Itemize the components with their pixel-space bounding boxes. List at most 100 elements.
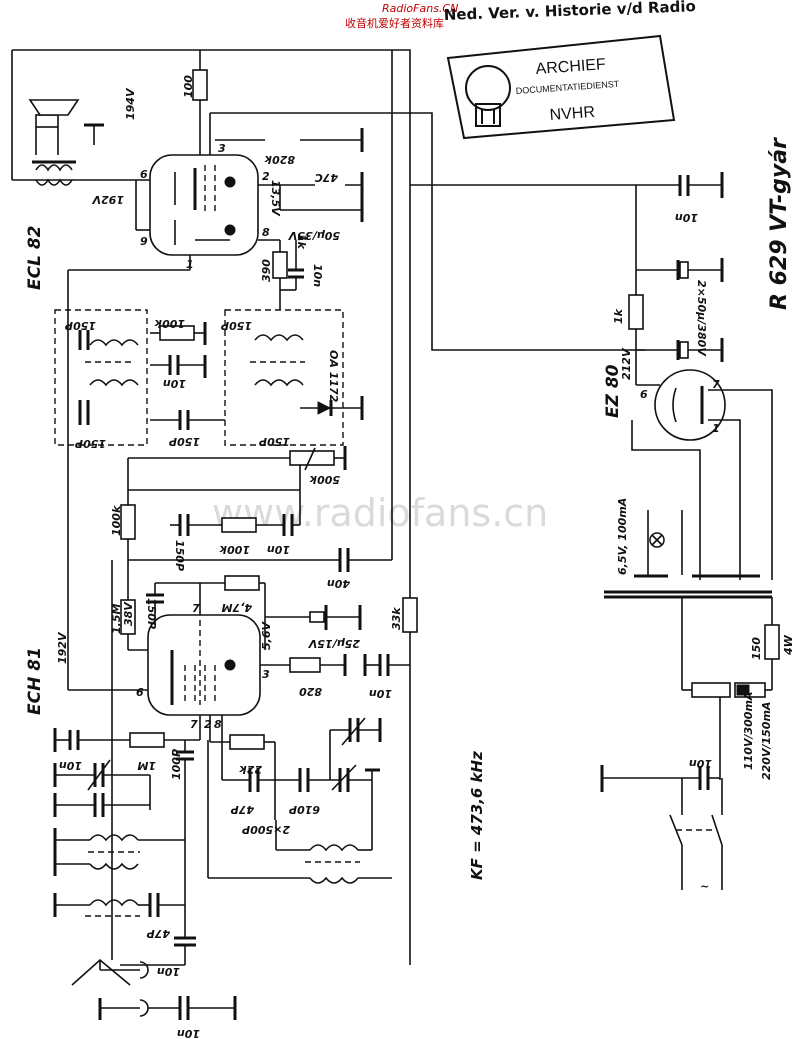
- pin-label: 1: [186, 258, 194, 271]
- pin-label: 3: [262, 668, 270, 681]
- label-c150p-c: 150P: [169, 435, 200, 448]
- antenna-coil-1: [89, 834, 139, 842]
- antenna-symbol: [71, 958, 131, 986]
- label-mains: 110V/300mA: [742, 692, 755, 770]
- pin-label: 7: [192, 602, 200, 615]
- component-labels: 100 194V 192V 820k 47C 13,5V 50µ/35V 1k …: [56, 75, 795, 1039]
- archive-line: Ned. Ver. v. Historie v/d Radio: [444, 0, 697, 24]
- resistor-4-7m: [224, 575, 260, 591]
- label-lamp: 6,5V, 100mA: [616, 498, 629, 575]
- label-c10n-a: 10n: [311, 264, 324, 287]
- label-r1k-b: 1k: [612, 308, 625, 324]
- fuse-1: [691, 682, 731, 698]
- label-c10n-g: 10n: [157, 965, 180, 978]
- label-c2x500p: 2×500P: [242, 823, 290, 836]
- label-r100k-a: 100k: [154, 317, 185, 330]
- pin-label: 6: [140, 168, 148, 181]
- label-r150w: 4W: [782, 634, 795, 656]
- label-v192b: 192V: [56, 631, 69, 664]
- label-c150p-e: 150P: [259, 435, 290, 448]
- label-c50u: 50µ/35V: [287, 229, 340, 242]
- pin-label: 9: [140, 235, 148, 248]
- pin-numbers: 9 1 2 3 6 8 7 6 1 7 3 2 8 6 7: [136, 142, 720, 731]
- pin-label: 7: [712, 378, 720, 391]
- resistor-33k: [402, 597, 418, 633]
- ez80-rectifier-envelope: [654, 369, 726, 441]
- if-transformer-2: [224, 309, 344, 446]
- label-c10n-e: 10n: [369, 687, 392, 700]
- label-r1k-a: 1k: [295, 234, 308, 250]
- pin-label: 1: [712, 422, 720, 435]
- label-v192a: 192V: [91, 193, 124, 206]
- label-c47p-a: 47P: [231, 803, 255, 816]
- radio-tube-logo: [465, 65, 511, 111]
- label-r1m: 1M: [137, 759, 156, 772]
- if-transformer-1: [54, 309, 148, 446]
- oscillator-coil-2: [309, 876, 359, 884]
- label-v5-6: 5,6V: [260, 621, 273, 650]
- ech81-tube-envelope: [147, 614, 261, 716]
- tube-label-ez80: EZ 80: [603, 364, 623, 418]
- label-r4-7m: 4,7M: [222, 601, 253, 614]
- label-r100k-b: 100k: [110, 505, 123, 536]
- stamp-line1: ARCHIEF: [535, 56, 606, 78]
- label-c10n-d: 10n: [267, 543, 290, 556]
- pin-label: 8: [262, 226, 270, 239]
- label-c150p-b: 150P: [75, 437, 106, 450]
- resistor-100k-b: [120, 504, 136, 540]
- label-diode: OA 1172: [327, 350, 340, 403]
- label-c10n-h: 10n: [177, 1027, 200, 1039]
- resistor-100: [192, 69, 208, 101]
- label-r820k: 820k: [264, 153, 295, 166]
- model-title: R 629 VT-gyár: [767, 137, 792, 310]
- label-r390: 390: [260, 259, 273, 282]
- pin-label: 6: [136, 686, 144, 699]
- label-c10n-c: 10n: [163, 377, 186, 390]
- label-r1-5m: 1,5M: [110, 604, 123, 634]
- label-v212: 212V: [620, 347, 633, 380]
- pin-label: 3: [218, 142, 226, 155]
- label-c47p-b: 47P: [147, 927, 171, 940]
- tube-label-ecl82: ECL 82: [25, 226, 45, 291]
- stamp-line2: DOCUMENTATIEDIENST: [515, 79, 620, 96]
- label-c150p-d: 150P: [221, 319, 252, 332]
- label-v194: 194V: [124, 87, 137, 120]
- wiring: ~: [11, 49, 780, 1020]
- label-r150: 150: [750, 637, 763, 660]
- pin-label: 6: [640, 388, 648, 401]
- resistor-22k: [229, 734, 265, 750]
- antenna-coil-2: [89, 862, 139, 870]
- tube-label-ech81: ECH 81: [25, 647, 45, 715]
- pin-label: 8: [214, 718, 222, 731]
- watermark-site: RadioFans.CN: [382, 2, 458, 15]
- resistor-820: [289, 657, 321, 673]
- oscillator-coil-1: [309, 844, 359, 852]
- label-c100p: 100P: [170, 749, 183, 780]
- pin-label: 7: [190, 718, 198, 731]
- label-c150p-f: 150P: [173, 540, 186, 571]
- label-r33k: 33k: [390, 607, 403, 630]
- loudspeaker: [28, 99, 104, 186]
- label-v13-5: 13,5V: [269, 180, 282, 217]
- mains-switch-b: [711, 814, 723, 846]
- mains-plug-symbol: ~: [700, 880, 709, 893]
- antenna-coil-3: [89, 899, 139, 907]
- label-c10n-b: 10n: [675, 211, 698, 224]
- diode-oa1172: [317, 401, 332, 415]
- label-r22k: 22k: [239, 763, 262, 776]
- label-r100k-c: 100k: [219, 543, 250, 556]
- resistor-100k-c: [221, 517, 257, 533]
- label-c25u: 25µ/15V: [307, 637, 360, 650]
- label-v38: 38V: [122, 601, 135, 626]
- label-c610p: 610P: [289, 803, 320, 816]
- label-mains2: 220V/150mA: [760, 702, 773, 780]
- resistor-1k-filter: [628, 294, 644, 330]
- archive-stamp: ARCHIEF DOCUMENTATIEDIENST NVHR: [446, 34, 676, 140]
- label-c150p-g: 150P: [145, 598, 158, 629]
- watermark-cn: 收音机爱好者资料库: [345, 16, 444, 30]
- pin-label: 2: [204, 718, 212, 731]
- label-c10n-i: 10n: [689, 757, 712, 770]
- label-r820: 820: [299, 685, 322, 698]
